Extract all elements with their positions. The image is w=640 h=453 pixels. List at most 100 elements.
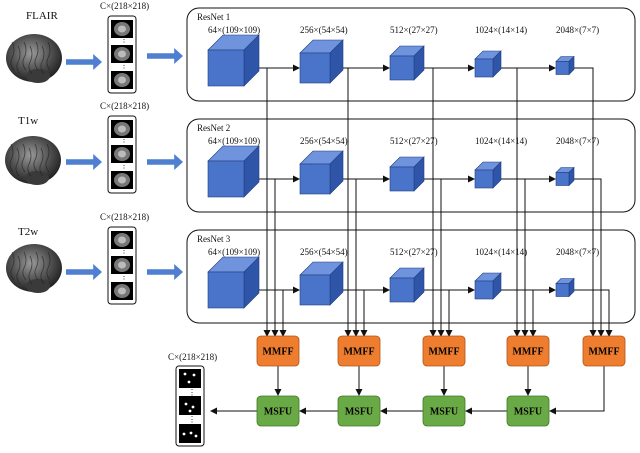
feature-feed-arrow <box>497 289 537 337</box>
stage-dims-label: 256×(54×54) <box>300 136 348 146</box>
segmentation-mask-icon <box>179 369 201 388</box>
mri-slice-icon <box>111 45 133 63</box>
ellipsis-dot: ⋮ <box>188 415 196 424</box>
ellipsis-dot: ⋮ <box>120 272 128 281</box>
mri-slice-icon <box>111 282 133 300</box>
brain-render-icon <box>6 244 62 293</box>
flow-arrow-icon <box>147 264 183 280</box>
feature-feed-arrow <box>420 289 453 337</box>
feature-cube <box>207 34 260 87</box>
feature-cube <box>207 145 260 198</box>
feature-cube <box>389 45 425 81</box>
msfu-block: MSFU <box>506 395 550 427</box>
ellipsis-dot: ⋮ <box>120 246 128 255</box>
ellipsis-dot: ⋮ <box>188 388 196 397</box>
feature-feed-arrow <box>570 178 605 337</box>
mri-slice-icon <box>111 71 133 89</box>
ellipsis-dot: ⋮ <box>120 135 128 144</box>
feature-feed-arrow <box>420 67 437 337</box>
feature-cube <box>555 277 575 298</box>
feature-feed-arrow <box>420 178 445 337</box>
feature-feed-arrow <box>570 289 613 337</box>
modality-label-flair: FLAIR <box>26 10 58 22</box>
flow-arrow-icon <box>66 154 102 170</box>
stage-dims-label: 1024×(14×14) <box>475 247 527 257</box>
feature-cube <box>389 156 425 192</box>
msfu-label: MSFU <box>514 407 542 418</box>
mmff-block: MMFF <box>256 335 300 367</box>
feature-cube <box>555 55 575 76</box>
segmentation-mask-icon <box>179 424 201 443</box>
feature-feed-arrow <box>570 67 597 337</box>
mmff-block: MMFF <box>337 335 381 367</box>
stage-dims-label: 1024×(14×14) <box>475 136 527 146</box>
resnet-title-1: ResNet 1 <box>197 12 230 22</box>
mri-slice-icon <box>111 231 133 249</box>
slice-stack: C×(218×218) ⋮ ⋮ <box>100 1 149 94</box>
stage-dims-label: 64×(109×109) <box>208 136 260 146</box>
mmff-block: MMFF <box>506 335 550 367</box>
feature-feed-arrow <box>497 178 529 337</box>
ellipsis-dot: ⋮ <box>120 35 128 44</box>
modality-label-t2w: T2w <box>18 226 38 238</box>
stage-dims-label: 2048×(7×7) <box>556 247 599 257</box>
mmff-to-msfu-arrow <box>549 366 605 415</box>
feature-cube <box>299 39 344 84</box>
stage-dims-label: 2048×(7×7) <box>556 25 599 35</box>
mmff-block: MMFF <box>582 335 626 367</box>
feature-cube <box>555 166 575 187</box>
feature-feed-arrow <box>339 178 360 337</box>
flow-arrow-icon <box>66 264 102 280</box>
stage-dims-label: 256×(54×54) <box>300 247 348 257</box>
feature-feed-arrow <box>339 289 368 337</box>
feature-feed-arrow <box>263 67 271 337</box>
stage-dims-label: 512×(27×27) <box>390 247 438 257</box>
mmff-label: MMFF <box>512 347 543 358</box>
mri-slice-icon <box>111 20 133 38</box>
feature-feed-arrow <box>497 67 521 337</box>
feature-cube <box>389 267 425 303</box>
slice-dims-label: C×(218×218) <box>100 101 149 111</box>
mri-slice-icon <box>111 120 133 138</box>
feature-feed-arrow <box>265 289 287 337</box>
stage-dims-label: 64×(109×109) <box>208 247 260 257</box>
feature-cube <box>299 150 344 195</box>
msfu-block: MSFU <box>256 395 300 427</box>
feature-cube <box>474 272 502 300</box>
resnet-panel-3 <box>186 229 636 324</box>
mmff-label: MMFF <box>588 347 619 358</box>
brain-render-icon <box>6 34 62 83</box>
stage-dims-label: 2048×(7×7) <box>556 136 599 146</box>
msfu-label: MSFU <box>430 407 458 418</box>
slice-dims-label: C×(218×218) <box>100 1 149 11</box>
stage-dims-label: 1024×(14×14) <box>475 25 527 35</box>
modality-label-t1w: T1w <box>18 115 38 127</box>
msfu-block: MSFU <box>337 395 381 427</box>
slice-stack: C×(218×218)⋮⋮ <box>100 101 149 194</box>
mri-slice-icon <box>111 171 133 189</box>
slice-stack: C×(218×218) ⋮ ⋮ <box>100 212 149 305</box>
flow-arrow-icon <box>66 54 102 70</box>
slice-dims-label: C×(218×218) <box>100 212 149 222</box>
msfu-block: MSFU <box>422 395 466 427</box>
resnet-title-2: ResNet 2 <box>197 123 230 133</box>
feature-cube <box>474 161 502 189</box>
feature-cube <box>474 50 502 78</box>
msfu-label: MSFU <box>345 407 373 418</box>
resnet-title-3: ResNet 3 <box>197 234 231 244</box>
mmff-label: MMFF <box>428 347 459 358</box>
msfu-label: MSFU <box>264 407 292 418</box>
feature-cube <box>299 261 344 306</box>
stage-dims-label: 256×(54×54) <box>300 25 348 35</box>
mri-slice-icon <box>111 256 133 274</box>
stage-dims-label: 512×(27×27) <box>390 25 438 35</box>
feature-cube <box>207 256 260 309</box>
mri-slice-icon <box>111 145 133 163</box>
resnet-panel-2 <box>186 118 636 213</box>
flow-arrow-icon <box>147 154 183 170</box>
mmff-label: MMFF <box>262 347 293 358</box>
resnet-panel-1 <box>186 7 636 102</box>
stage-dims-label: 512×(27×27) <box>390 136 438 146</box>
ellipsis-dot: ⋮ <box>120 61 128 70</box>
